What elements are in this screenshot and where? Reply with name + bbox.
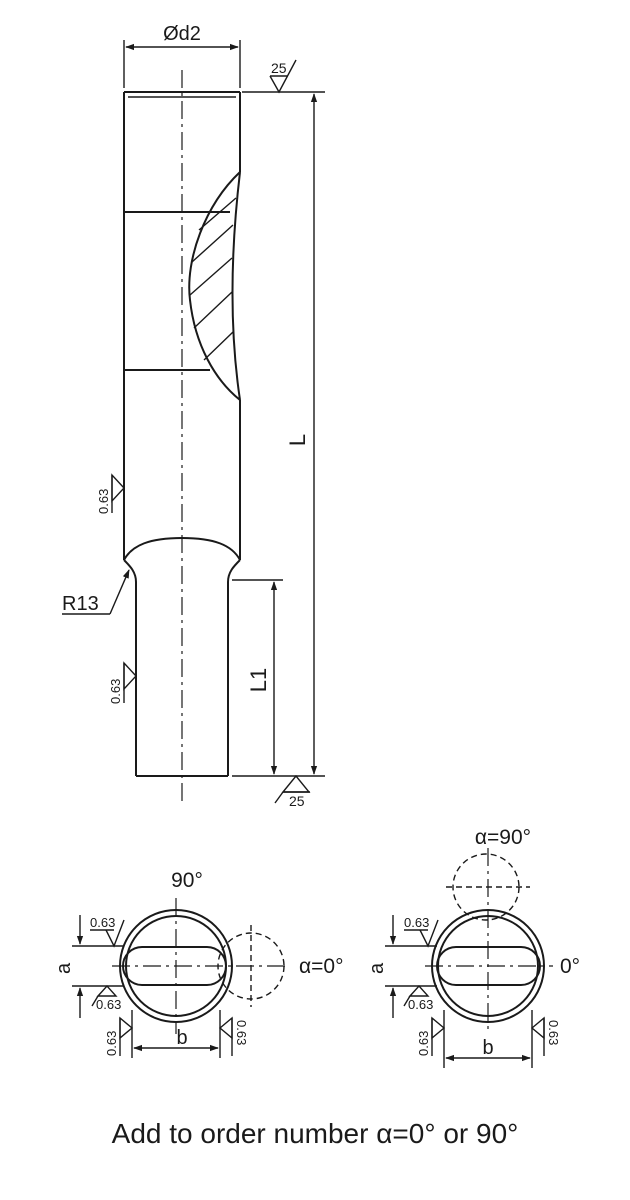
right-a-label: a [366, 962, 388, 974]
d2-label: Ød2 [163, 23, 201, 45]
left-roughness-2: 0.63 [91, 984, 121, 1012]
right-roughness-3: 0.63 [416, 1016, 446, 1056]
radius-callout: R13 [62, 569, 130, 615]
roughness-shank-upper-label: 0.63 [96, 489, 111, 514]
roughness-symbol-shank-lower: 0.63 [108, 661, 137, 704]
left-roughness-4: 0.63 [218, 1016, 249, 1056]
flute-hatching [189, 197, 237, 361]
section-view-right: α=90° 0° a b 0.63 0.63 0.63 [366, 826, 580, 1068]
right-roughness-2-label: 0.63 [408, 997, 433, 1012]
right-roughness-2: 0.63 [403, 984, 433, 1012]
roughness-top-label: 25 [271, 60, 287, 76]
flute-outer-curve [188, 171, 241, 401]
right-roughness-4-label: 0.63 [546, 1020, 561, 1045]
left-b-label: b [176, 1027, 187, 1049]
right-alpha-label: α=90° [475, 826, 531, 849]
right-roughness-3-label: 0.63 [416, 1031, 431, 1056]
roughness-bottom-label: 25 [289, 793, 305, 809]
side-view: Ød2 25 L L1 25 R13 [62, 23, 325, 809]
right-angle-label: 0° [560, 955, 580, 978]
left-a-label: a [53, 962, 75, 974]
left-angle-top-label: 90° [171, 869, 203, 892]
radius-label: R13 [62, 593, 99, 615]
shank-left-edge [123, 559, 137, 776]
right-roughness-4: 0.63 [530, 1016, 561, 1056]
neck-arc [123, 536, 241, 561]
order-note-caption: Add to order number α=0° or 90° [111, 1118, 519, 1149]
l1-label: L1 [246, 668, 271, 692]
left-roughness-2-label: 0.63 [96, 997, 121, 1012]
left-roughness-1: 0.63 [90, 915, 125, 948]
right-roughness-1: 0.63 [404, 915, 439, 948]
length-label: L [285, 434, 310, 446]
right-b-label: b [482, 1037, 493, 1059]
flute-inner-curve [231, 171, 241, 401]
section-view-left: α=0° 90° a b 0.63 0.63 0.63 [53, 869, 343, 1058]
left-roughness-1-label: 0.63 [90, 915, 115, 930]
right-roughness-1-label: 0.63 [404, 915, 429, 930]
roughness-symbol-shank-upper: 0.63 [96, 473, 125, 514]
roughness-symbol-top: 25 [242, 59, 325, 94]
left-alpha-label: α=0° [299, 955, 343, 978]
shank-right-edge [227, 559, 241, 776]
left-roughness-3-label: 0.63 [104, 1031, 119, 1056]
left-roughness-4-label: 0.63 [234, 1020, 249, 1045]
roughness-shank-lower-label: 0.63 [108, 679, 123, 704]
roughness-symbol-bottom: 25 [274, 774, 311, 809]
left-roughness-3: 0.63 [104, 1016, 134, 1056]
